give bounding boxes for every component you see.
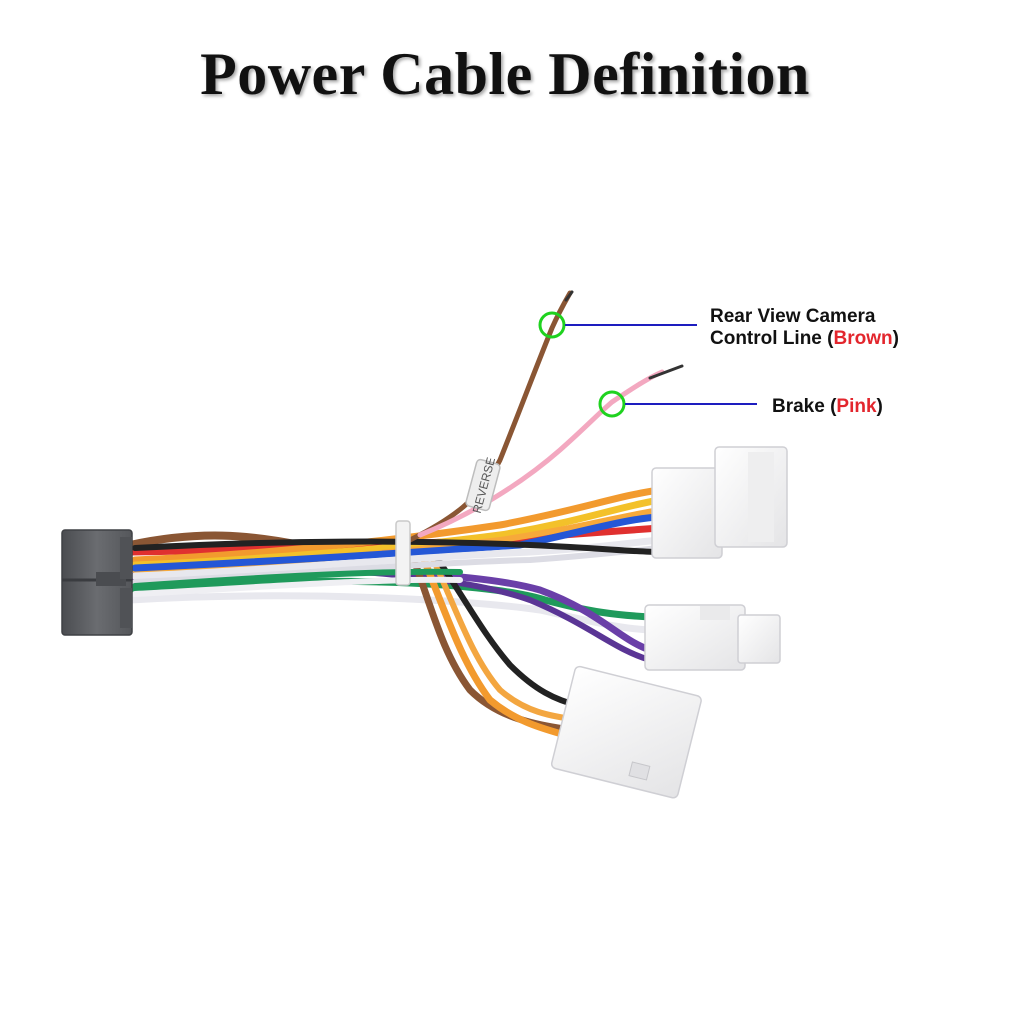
camera-callout: Rear View Camera Control Line (Brown) bbox=[538, 306, 899, 349]
camera-color-word: Brown bbox=[833, 328, 892, 349]
brake-callout: Brake (Pink) bbox=[598, 390, 883, 418]
page-title: Power Cable Definition bbox=[200, 41, 810, 107]
brake-label: Brake (Pink) bbox=[772, 396, 883, 417]
zip-tie bbox=[395, 520, 411, 586]
wire-green-main bbox=[132, 568, 463, 589]
camera-marker-circle bbox=[538, 311, 566, 339]
white-connector-bottom bbox=[550, 665, 702, 799]
white-connector-top bbox=[651, 446, 788, 559]
main-wire-bundle bbox=[126, 486, 664, 597]
white-connector-middle bbox=[644, 604, 781, 671]
wire-orange-bottom bbox=[416, 546, 579, 742]
brake-color-word: Pink bbox=[836, 396, 877, 417]
gray-iso-connector bbox=[61, 529, 133, 636]
wire-brown-camera bbox=[407, 290, 573, 543]
brown-wire-core bbox=[564, 290, 574, 302]
wire-orange-main bbox=[131, 486, 664, 564]
camera-label-line1: Rear View Camera bbox=[710, 306, 876, 327]
wire-white-main-3 bbox=[132, 576, 463, 597]
wire-blue-main bbox=[131, 513, 664, 572]
wire-black-main bbox=[132, 538, 663, 555]
wire-orange-bottom-2 bbox=[425, 545, 581, 723]
wire-white-main bbox=[131, 536, 664, 580]
pink-wire-core bbox=[648, 364, 684, 380]
camera-label-line2: Control Line (Brown) bbox=[710, 328, 899, 349]
reverse-label-tag: REVERSE bbox=[465, 456, 501, 515]
brake-marker-circle bbox=[598, 390, 626, 418]
